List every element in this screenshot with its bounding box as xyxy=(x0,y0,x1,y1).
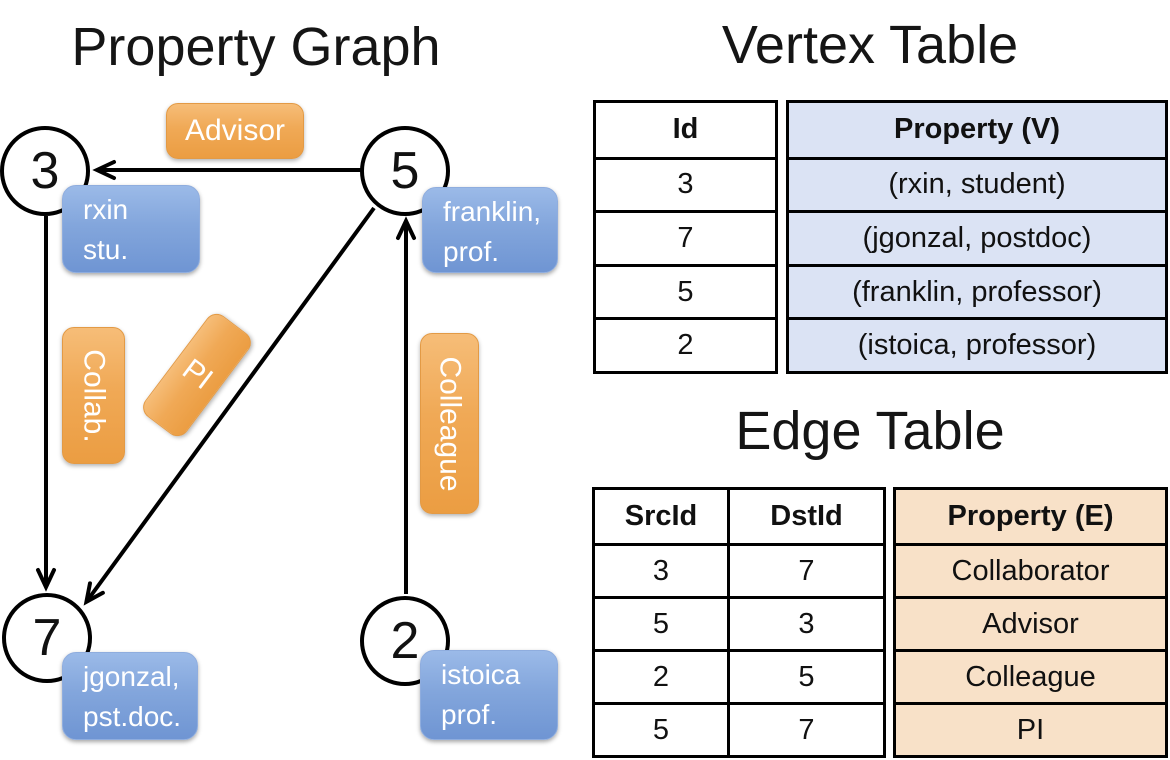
vertex-table-title: Vertex Table xyxy=(721,15,1019,75)
edge-table-header-dstid: DstId xyxy=(727,490,883,543)
edge-table-src-cell: 2 xyxy=(595,649,727,702)
edge-label-collab-text: Collab. xyxy=(77,348,111,443)
edge-table-header-property: Property (E) xyxy=(947,500,1114,532)
edge-table-dst-cell: 7 xyxy=(727,702,883,755)
vertex-node-2-id: 2 xyxy=(390,612,420,670)
edge-label-collab: Collab. xyxy=(62,327,125,464)
vertex-property-box-3: rxin stu. xyxy=(62,185,200,273)
vertex-table-id-cell: 5 xyxy=(596,263,775,318)
edge-label-colleague: Colleague xyxy=(420,333,479,514)
vertex-property-2-line1: istoica xyxy=(441,659,521,690)
vertex-property-box-7: jgonzal, pst.doc. xyxy=(62,652,198,740)
edge-label-pi-text: PI xyxy=(176,352,219,397)
edge-label-advisor-text: Advisor xyxy=(184,114,286,147)
vertex-table-header-property: Property (V) xyxy=(894,113,1060,146)
edge-label-colleague-text: Colleague xyxy=(433,355,467,492)
edge-table-dst-cell: 5 xyxy=(727,649,883,702)
vertex-node-5: 5 xyxy=(360,126,450,216)
vertex-table-id-cell: 2 xyxy=(596,317,775,371)
vertex-node-5-id: 5 xyxy=(390,142,420,200)
vertex-node-7-id: 7 xyxy=(32,609,62,667)
edge-table-src-cell: 3 xyxy=(595,543,727,596)
vertex-table-property-cell: (jgonzal, postdoc) xyxy=(789,210,1165,264)
edge-5-to-7 xyxy=(83,206,376,606)
graph-edges-layer xyxy=(36,160,416,606)
vertex-property-2-line2: prof. xyxy=(441,699,498,730)
vertex-table-id-cell: 3 xyxy=(596,156,775,211)
edge-table-src-cell: 5 xyxy=(595,596,727,649)
edge-table-src-cell: 5 xyxy=(595,702,727,755)
vertex-property-3-line2: stu. xyxy=(83,234,129,265)
vertex-table-property-cell: (franklin, professor) xyxy=(789,263,1165,318)
vertex-property-7-line1: jgonzal, xyxy=(83,661,180,692)
vertex-table-property-cell: (rxin, student) xyxy=(789,156,1165,211)
vertex-property-box-2: istoica prof. xyxy=(420,650,558,740)
edge-table-property-column: Property (E) Collaborator Advisor Collea… xyxy=(893,487,1168,758)
vertex-property-5-line2: prof. xyxy=(443,236,500,267)
vertex-node-2: 2 xyxy=(360,596,450,686)
vertex-table-id-cell: 7 xyxy=(596,210,775,264)
edge-table-title: Edge Table xyxy=(735,401,1005,461)
edge-table-property-cell: PI xyxy=(896,702,1165,755)
vertex-property-3-line1: rxin xyxy=(83,194,129,225)
vertex-table-property-column: Property (V) (rxin, student) (jgonzal, p… xyxy=(786,100,1168,374)
edge-table-property-cell: Advisor xyxy=(896,596,1165,649)
property-graph-title: Property Graph xyxy=(71,17,441,77)
edge-table-dst-cell: 7 xyxy=(727,543,883,596)
vertex-table-id-column: Id 3 7 5 2 xyxy=(593,100,778,374)
edge-table-id-columns: SrcId DstId 3 7 5 3 2 5 5 7 xyxy=(592,487,886,758)
vertex-table-header-id: Id xyxy=(672,113,699,146)
edge-table-header-srcid: SrcId xyxy=(624,500,698,532)
vertex-property-7-line2: pst.doc. xyxy=(83,701,182,732)
vertex-table-property-cell: (istoica, professor) xyxy=(789,317,1165,371)
edge-table-property-cell: Colleague xyxy=(896,649,1165,702)
vertex-node-3-id: 3 xyxy=(30,142,60,200)
edge-table-property-cell: Collaborator xyxy=(896,543,1165,596)
vertex-property-5-line1: franklin, xyxy=(443,196,542,227)
vertex-property-box-5: franklin, prof. xyxy=(422,187,558,273)
edge-table-dst-cell: 3 xyxy=(727,596,883,649)
edge-label-advisor: Advisor xyxy=(166,103,304,159)
